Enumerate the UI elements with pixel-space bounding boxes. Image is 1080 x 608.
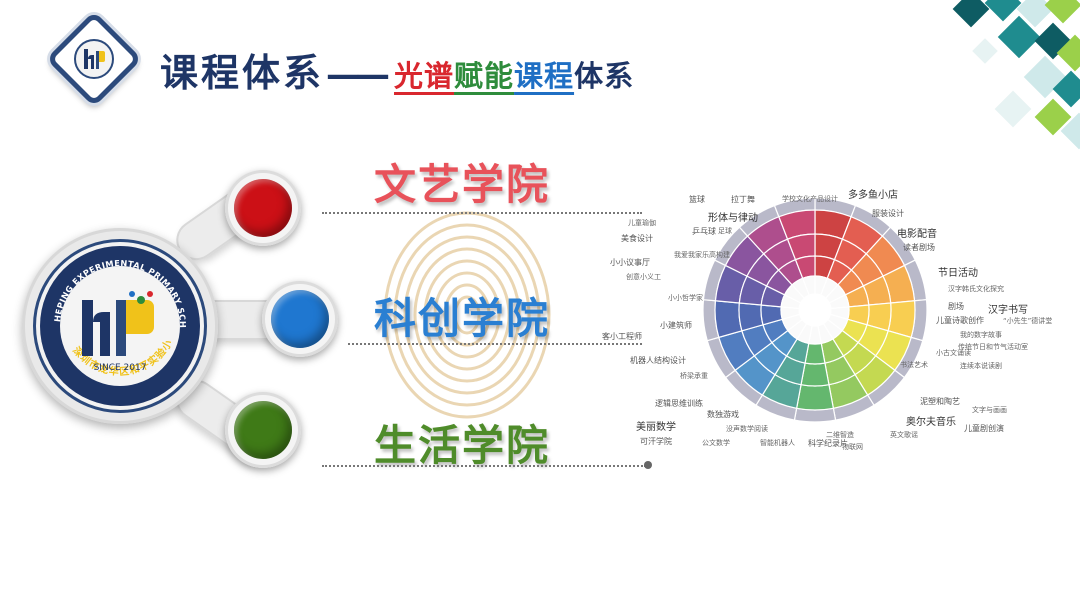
wheel-label: 学校文化产品设计 — [782, 195, 838, 203]
wheel-label: 没声数学阅读 — [726, 425, 768, 433]
wheel-label: 美食设计 — [621, 234, 653, 243]
divider-line — [322, 465, 646, 467]
wheel-label: 儿童诗歌创作 — [936, 316, 984, 325]
wheel-label: 客小工程师 — [602, 332, 642, 341]
wheel-label: 小建筑师 — [660, 321, 692, 330]
wheel-label: 传统节日和节气活动室 — [958, 343, 1028, 351]
wheel-label: 泥塑和陶艺 — [920, 397, 960, 406]
wheel-label: 二维智造 — [826, 431, 854, 439]
title-main: 课程体系 — [160, 51, 325, 95]
school-badge-icon: HEPING EXPERIMENTAL PRIMARY SCHOOL LONGH… — [31, 232, 200, 406]
subtitle-part-2: 赋能 — [454, 59, 515, 93]
wheel-label: 创意小义工 — [626, 273, 661, 281]
hp-logo-icon — [74, 39, 114, 79]
divider-end-dot — [644, 461, 652, 469]
badge-since: SINCE 2017 — [94, 363, 147, 373]
wheel-label: “小先生”德讲堂 — [1003, 317, 1053, 325]
wheel-label: 电影配音 — [897, 229, 937, 240]
college-dot-art[interactable] — [225, 170, 301, 246]
header-logo — [71, 36, 117, 82]
wheel-label: 智能机器人 — [760, 439, 795, 447]
school-badge: HEPING EXPERIMENTAL PRIMARY SCHOOL LONGH… — [31, 232, 207, 413]
wheel-label: 篮球 — [689, 195, 705, 204]
wheel-label: 汉字书写 — [988, 305, 1028, 316]
subtitle-part-1: 光谱 — [394, 59, 455, 93]
wheel-label: 逻辑思维训练 — [655, 399, 703, 408]
divider-line — [322, 212, 642, 214]
wheel-label: 我爱我家乐高构建 — [674, 251, 730, 259]
wheel-label: 物联网 — [842, 443, 863, 451]
wheel-overlay — [715, 210, 915, 410]
college-dot-life[interactable] — [225, 392, 301, 468]
wheel-label: 小古文诵读 — [936, 349, 971, 357]
wheel-label: 足球 — [718, 227, 732, 235]
wheel-label: 美丽数学 — [636, 422, 676, 433]
wheel-center — [799, 294, 831, 326]
wheel-label: 汉字韩氏文化探究 — [948, 285, 1004, 293]
college-label-science[interactable]: 科创学院 — [374, 294, 551, 343]
wheel-label: 小小议事厅 — [610, 258, 650, 267]
title-dash: —— — [326, 55, 390, 95]
subtitle-part-3: 课程 — [514, 59, 575, 93]
wheel-label: 节日活动 — [938, 268, 978, 279]
wheel-label: 文字与画画 — [972, 406, 1007, 414]
wheel-label: 形体与律动 — [708, 213, 758, 224]
wheel-label: 奥尔夫音乐 — [906, 417, 956, 428]
wheel-label: 公文数学 — [702, 439, 730, 447]
wheel-label: 科学纪录片 — [808, 439, 848, 448]
wheel-label: 英文歌谣 — [890, 431, 918, 439]
wheel-label: 连续本说读剧 — [960, 362, 1002, 370]
wheel-label: 小小哲学家 — [668, 294, 703, 302]
college-label-life[interactable]: 生活学院 — [374, 421, 551, 470]
wheel-label: 数独游戏 — [707, 410, 739, 419]
page-title: 课程体系——光谱赋能课程体系 — [160, 42, 634, 97]
subtitle-part-4: 体系 — [574, 59, 635, 93]
spectrum-wheel — [702, 197, 928, 423]
wheel-label: 拉丁舞 — [731, 195, 755, 204]
college-label-art[interactable]: 文艺学院 — [374, 160, 551, 209]
wheel-label: 乒乓球 — [692, 227, 716, 236]
wheel-label: 机器人结构设计 — [630, 356, 686, 365]
wheel-label: 儿童剧创演 — [964, 424, 1004, 433]
wheel-label: 儿童瑜伽 — [628, 219, 656, 227]
wheel-label: 书法艺术 — [900, 361, 928, 369]
divider-line — [348, 343, 642, 345]
wheel-label: 可汗学院 — [640, 437, 672, 446]
wheel-label: 桥梁承重 — [680, 372, 708, 380]
wheel-label: 我的数字故事 — [960, 331, 1002, 339]
wheel-label: 剧场 — [948, 302, 964, 311]
college-dot-science[interactable] — [262, 281, 338, 357]
wheel-label: 服装设计 — [872, 209, 904, 218]
wheel-label: 多多鱼小店 — [848, 190, 898, 201]
wheel-label: 读者剧场 — [903, 243, 935, 252]
